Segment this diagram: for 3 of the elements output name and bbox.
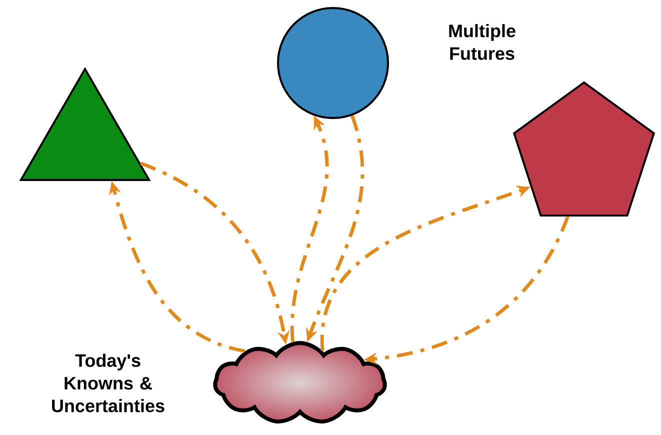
- node-caption: Today's Knowns & Uncertainties: [52, 354, 164, 412]
- label: Multiple Futures: [449, 24, 516, 60]
- circle-shape: [277, 7, 389, 119]
